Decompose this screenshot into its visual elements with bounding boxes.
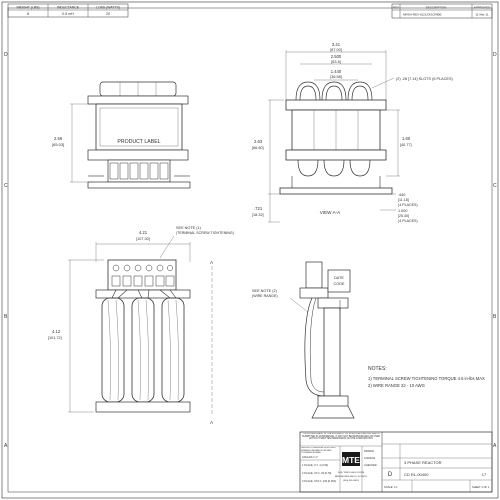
front-height-dim-mm: [65.03]	[52, 142, 64, 147]
front-view: PRODUCT LABEL 2.56 [65.03]	[52, 81, 191, 189]
zone-letter-a-left: A	[4, 443, 8, 449]
title-tol-1: 1 PLACE .X ± .1 [2.54]	[302, 463, 328, 467]
title-dwg-no: CD RL-00400	[404, 472, 429, 477]
title-part-name: 3 PHASE REACTOR	[404, 460, 442, 465]
rev-description-value: MRSH-REV-0121/DISCRIBE	[403, 13, 442, 17]
side-view-a-a: 3.41 [87.00] 2.500 [63.5] 1.440 [36.58] …	[252, 42, 454, 223]
side-base-height-mm: [18.32]	[252, 213, 264, 217]
spec-value-weight: 8	[27, 12, 29, 16]
section-marker-top: A	[210, 260, 214, 265]
front-height-dim: 2.56	[54, 136, 63, 141]
zone-letter-d-left: D	[4, 52, 8, 58]
spec-header-loss: LOSS (WATTS)	[96, 6, 120, 10]
title-drawn-label: DRAWN	[364, 449, 374, 453]
top-width-dim-mm: [107.00]	[136, 237, 150, 241]
company-line-1: W147 N9525 HELD DRIVE	[338, 472, 365, 474]
top-length-dim: 4.12	[52, 329, 61, 334]
spec-value-loss: 20	[106, 12, 110, 16]
rev-date-value: 11 Mar 11	[475, 13, 488, 17]
zone-letter-a-right: A	[493, 443, 497, 449]
spec-value-inductance: 0.5 mH	[62, 12, 74, 16]
end-see-note-sub: (WIRE RANGE)	[252, 294, 278, 298]
side-width-inner: 1.440	[331, 69, 342, 74]
side-dim-b-mm: [25.40]	[398, 214, 409, 218]
side-width-top: 3.41	[332, 42, 341, 47]
mte-logo-background	[342, 452, 360, 466]
end-view: SEE NOTE (2) (WIRE RANGE) DATE CODE	[252, 261, 355, 419]
rev-description-label: DESCRIPTION	[426, 6, 447, 10]
specs-table: WEIGHT (LBS) INDUCTANCE LOSS (WATTS) 8 0…	[7, 3, 129, 18]
note-1: 1) TERMINAL SCREW TIGHTENING TORQUE 4.5 …	[368, 376, 485, 381]
product-label-text: PRODUCT LABEL	[117, 139, 160, 145]
drawing-frame	[7, 7, 493, 493]
title-disclaimer: THIS COMPONENT IS THE PROPERTY OF MTE CO…	[302, 433, 380, 441]
title-block: THIS COMPONENT IS THE PROPERTY OF MTE CO…	[299, 431, 493, 493]
spec-header-weight: WEIGHT (LBS)	[16, 6, 39, 10]
end-label-line2: CODE	[334, 282, 345, 286]
side-width-mid: 2.500	[331, 54, 342, 59]
zone-letter-c-left: C	[4, 183, 8, 189]
side-width-top-mm: [87.00]	[330, 48, 342, 52]
title-sheet: SHEET 1 OF 1	[472, 485, 490, 489]
end-label-line1: DATE	[334, 276, 344, 280]
zone-letter-c-right: C	[493, 183, 497, 189]
spec-header-inductance: INDUCTANCE	[57, 6, 80, 10]
side-dim-b-note: (4 PLACES)	[398, 219, 418, 223]
title-date-value: 1/30/2011	[364, 456, 376, 460]
side-height-right: 1.60	[402, 136, 411, 141]
title-angles: ANGLES ± 1°	[302, 455, 318, 459]
top-width-dim: 4.21	[139, 230, 148, 235]
rev-col-label: REV	[393, 6, 399, 10]
side-slot-note: (2) .28 [7.14] SLOTS (6 PLACES)	[396, 77, 454, 81]
title-tolerance-heading: UNLESS OTHERWISE SPECIFIED DIMENSIONS AR…	[301, 447, 336, 454]
view-a-a-label: VIEW A-A	[320, 210, 341, 215]
revision-block: REV DESCRIPTION APPROVED MRSH-REV-0121/D…	[391, 3, 493, 19]
company-line-2: MENOMONEE FALLS, WI 53051	[335, 475, 368, 478]
title-checked-label: CHECKED	[364, 463, 377, 467]
company-line-3: (800) 455-4MTE	[343, 480, 359, 482]
mte-logo: MTE	[342, 455, 360, 465]
side-base-height: .721	[254, 206, 263, 211]
top-length-dim-mm: [101.72]	[48, 336, 62, 340]
side-height-mm: [66.80]	[252, 146, 264, 150]
end-see-note: SEE NOTE (2)	[252, 289, 278, 293]
side-width-inner-mm: [36.58]	[330, 75, 342, 79]
side-dim-b: 1.000	[398, 209, 408, 213]
side-height: 2.63	[254, 139, 263, 144]
side-dim-a-note: (4 PLACES)	[398, 203, 418, 207]
note-2: 2) WIRE RANGE 22 - 10 AWG	[368, 383, 425, 388]
notes-heading: NOTES:	[368, 366, 387, 372]
zone-letter-b-right: B	[493, 314, 497, 320]
rev-approved-label: APPROVED	[474, 6, 492, 10]
top-view: SEE NOTE (1) (TERMINAL SCREW TIGHTENING)…	[48, 226, 234, 425]
notes-block: NOTES: 1) TERMINAL SCREW TIGHTENING TORQ…	[368, 366, 485, 388]
title-tol-2: 2 PLACE .XX ± .03 [0.76]	[302, 471, 332, 475]
side-dim-a: .440	[398, 193, 405, 197]
title-size: D	[388, 472, 393, 478]
title-scale: SCALE: 1:1	[384, 485, 398, 489]
side-dim-a-mm: [11.18]	[398, 198, 409, 202]
zone-letter-b-left: B	[4, 314, 8, 320]
top-see-note: SEE NOTE (1)	[176, 226, 202, 230]
section-marker-bottom: A	[210, 420, 214, 425]
top-see-note-sub: (TERMINAL SCREW TIGHTENING)	[176, 231, 234, 235]
side-width-mid-mm: [63.5]	[331, 60, 341, 64]
title-tol-3: 3 PLACE .XXX ± .010 [0.254]	[302, 479, 336, 483]
side-height-right-mm: [40.77]	[400, 143, 412, 147]
title-rev: 17	[482, 472, 487, 477]
zone-letter-d-right: D	[493, 52, 497, 58]
